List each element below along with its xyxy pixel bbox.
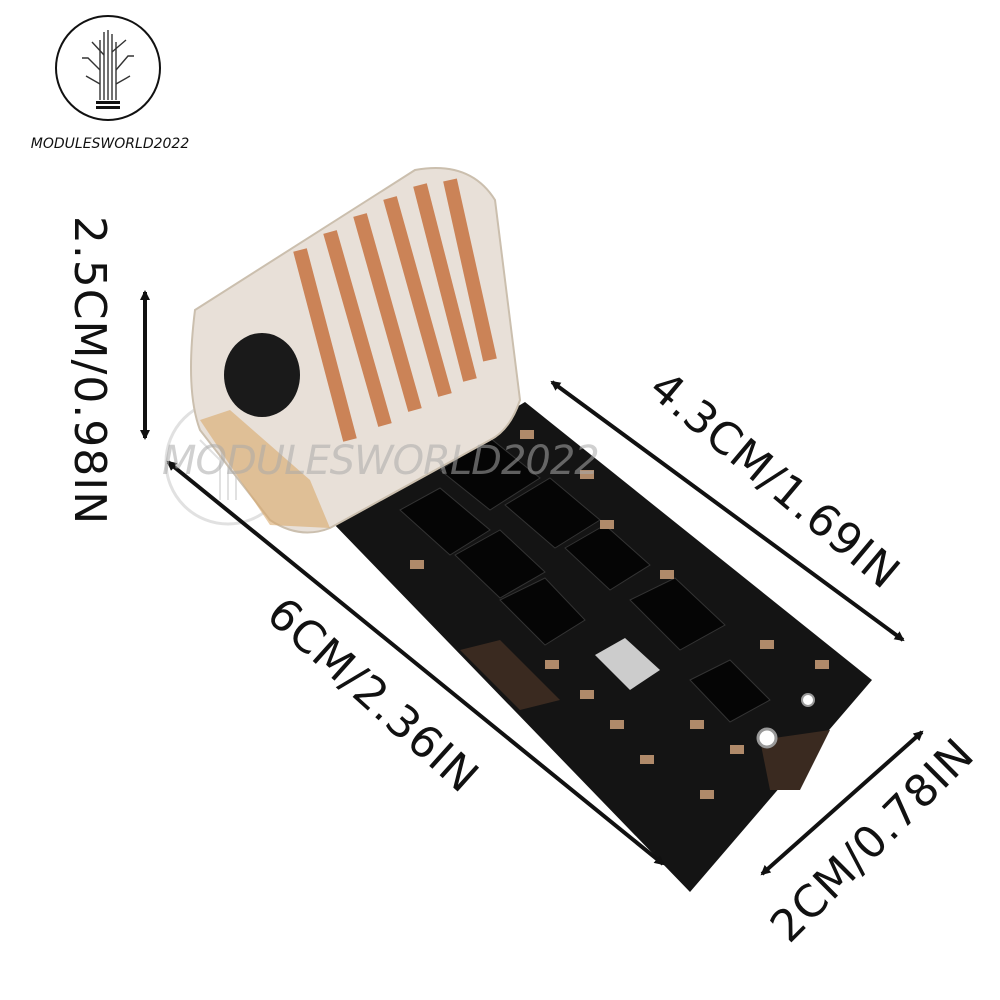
arrow-width: [760, 730, 924, 876]
arrow-board-top-length: [550, 380, 905, 642]
arrow-total-length: [166, 460, 665, 866]
dimension-coil-height: 2.5CM/0.98IN: [64, 215, 116, 526]
watermark-text: MODULESWORLD2022: [162, 438, 600, 484]
brand-name: MODULESWORLD2022: [30, 136, 190, 152]
brand-logo: [55, 15, 161, 121]
